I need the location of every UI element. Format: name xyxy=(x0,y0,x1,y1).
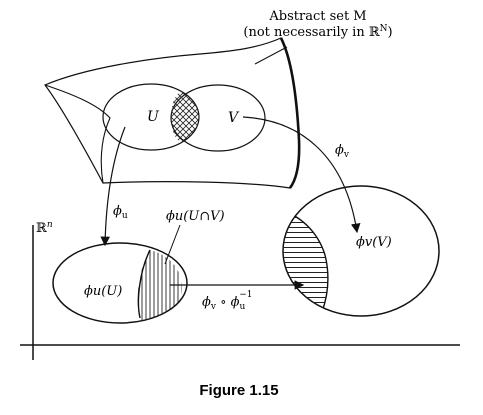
set-subtitle: (not necessarily in ℝN) xyxy=(243,24,392,40)
manifold-fold xyxy=(44,84,111,184)
phi-v-UV-boundary xyxy=(283,209,329,313)
figure-caption: Figure 1.15 xyxy=(199,382,278,399)
set-title: Abstract set M xyxy=(268,9,366,24)
label-transition: ϕv ∘ ϕu−1 xyxy=(202,290,253,312)
label-U: U xyxy=(147,109,160,125)
label-Rn: ℝn xyxy=(36,220,53,236)
label-phi-u: ϕu xyxy=(113,204,128,221)
arrow-phi-u xyxy=(100,126,126,247)
set-V-oval xyxy=(170,84,266,152)
arrow-phi-v xyxy=(242,116,361,234)
label-V: V xyxy=(228,110,240,126)
leader-phi-u-UV xyxy=(164,224,181,265)
label-phi-v: ϕv xyxy=(335,143,350,160)
label-phi-u-U: ϕu(U) xyxy=(84,284,122,299)
phi-u-UV-region xyxy=(137,250,182,320)
label-phi-u-UV: ϕu(U∩V) xyxy=(166,209,225,224)
manifold-edge-bold xyxy=(279,37,301,189)
label-phi-v-V: ϕv(V) xyxy=(356,235,392,250)
intersection-UV xyxy=(171,90,199,144)
phi-u-UV-boundary xyxy=(137,249,151,319)
title-leader-line xyxy=(254,46,288,65)
